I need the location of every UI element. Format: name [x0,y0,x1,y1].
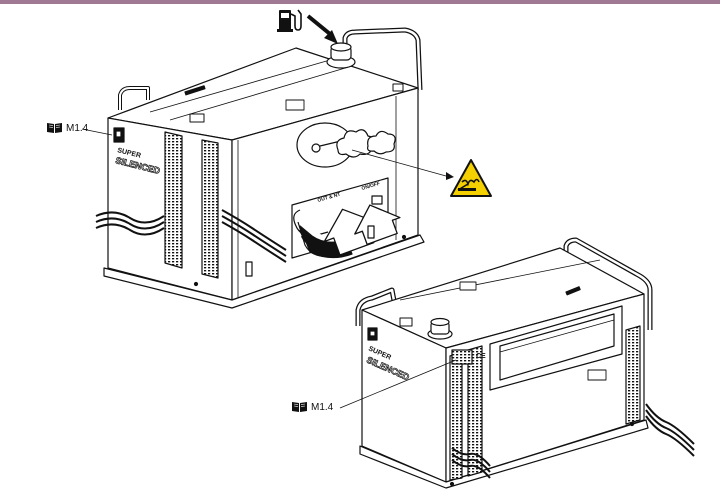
fuel-arrow [306,14,332,36]
manual-book-icon [47,123,62,133]
output-socket [451,349,473,365]
base-frame [359,419,649,489]
generator-unit-top: SUPER SILENCED OUT & NT ON/OFF [95,27,425,309]
manual-reference-top: M1.4 [46,122,88,134]
hot-surface-warning-icon [450,159,492,197]
leader-line [351,149,447,177]
vent-grille [467,345,483,477]
manual-reference-label: M1.4 [66,122,89,134]
switch [371,195,383,205]
manual-reference-label: M1.4 [311,401,334,413]
leader-line [81,128,113,136]
leader-line [339,359,457,409]
vent-grille [164,131,183,269]
generator-unit-bottom: CE SUPER SILENCED [355,237,695,489]
top-rule [0,0,720,4]
manual-book-icon [292,402,307,412]
ce-mark: CE [476,353,486,360]
vent-grille [201,139,219,279]
fuel-pump-icon [277,9,302,32]
manual-reference-bottom: M1.4 [291,401,333,413]
panel-label: ON/OFF [361,181,381,192]
vent-grille [625,325,641,425]
base-frame [103,234,425,309]
